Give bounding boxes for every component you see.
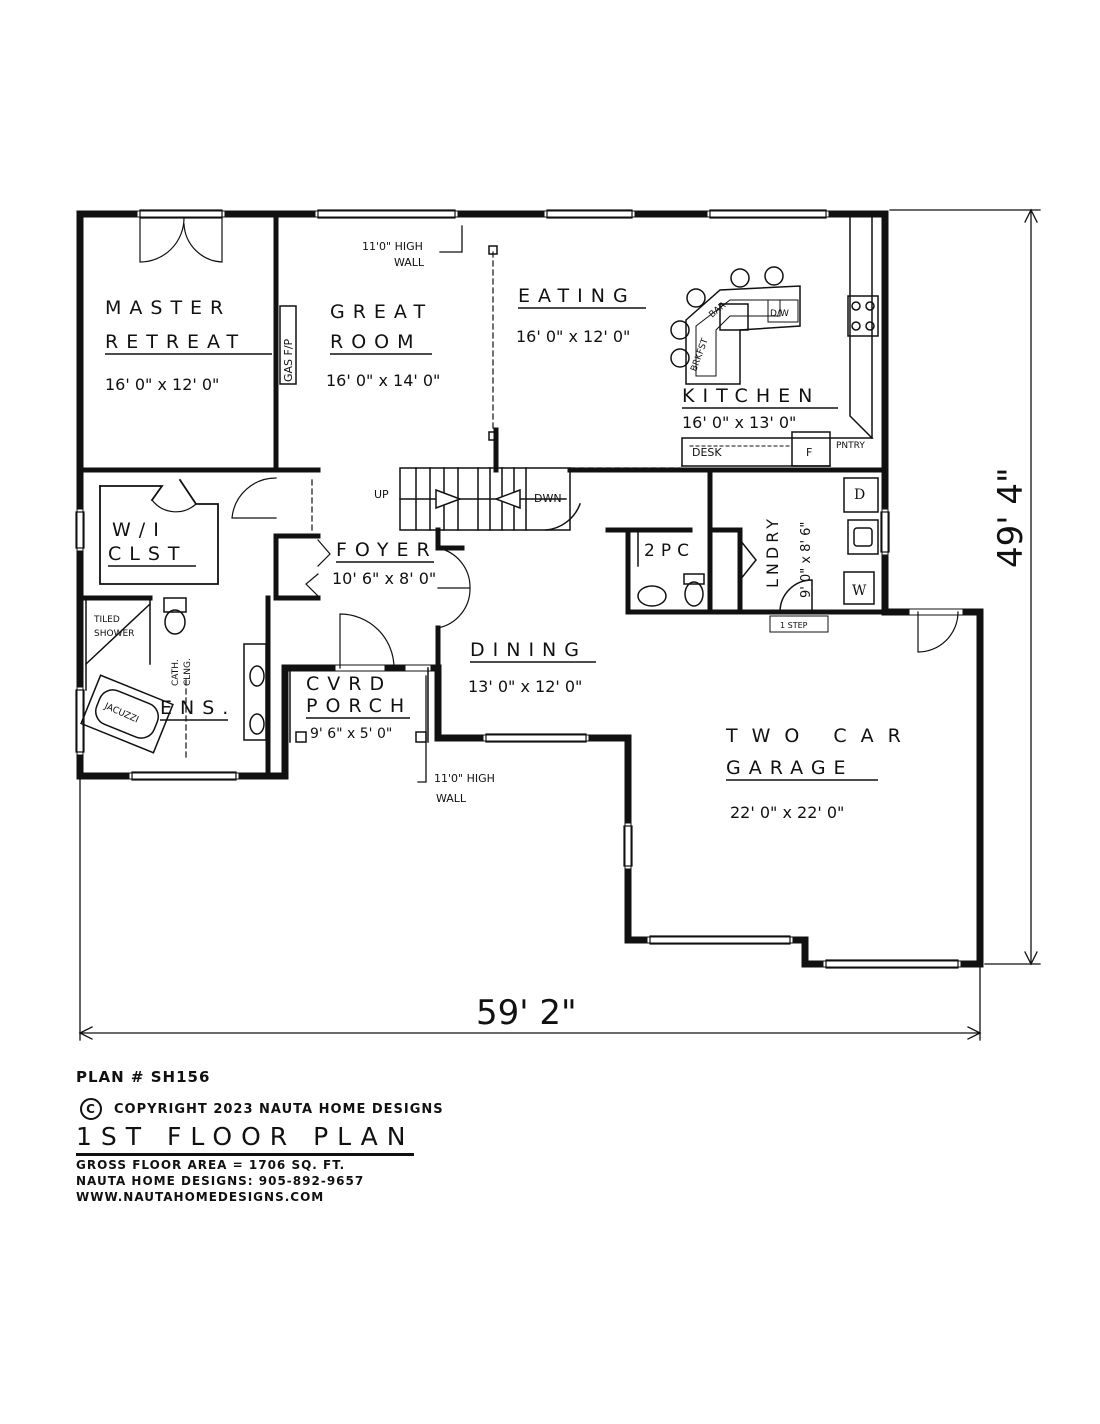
stair-up-label: UP — [374, 488, 389, 501]
eating-size: 16' 0" x 12' 0" — [516, 327, 630, 346]
great-room-size: 16' 0" x 14' 0" — [326, 371, 440, 390]
powder-name: 2PC — [644, 541, 695, 561]
desk-label: DESK — [692, 446, 722, 459]
dryer-label: D — [854, 487, 865, 503]
copyright-line: C COPYRIGHT 2023 NAUTA HOME DESIGNS — [80, 1098, 444, 1120]
high-wall-bottom-2: WALL — [436, 792, 467, 805]
washer-label: W — [852, 583, 867, 599]
drawing-title: 1ST FLOOR PLAN — [76, 1122, 415, 1156]
room-labels: MASTER RETREAT 16' 0" x 12' 0" GREAT ROO… — [105, 285, 915, 822]
great-room-name-2: ROOM — [330, 331, 422, 353]
laundry-name: LNDRY — [763, 515, 782, 588]
tiled-shower-1: TILED — [93, 615, 120, 625]
staircase — [399, 467, 581, 531]
step-label: 1 STEP — [780, 621, 808, 630]
ensuite-name: ENS. — [160, 697, 236, 719]
stair-down-label: DWN — [534, 492, 562, 505]
contact-phone: NAUTA HOME DESIGNS: 905-892-9657 — [76, 1174, 365, 1188]
tiled-shower-2: SHOWER — [94, 629, 134, 639]
floor-plan: MASTER RETREAT 16' 0" x 12' 0" GREAT ROO… — [75, 208, 1041, 1041]
website: WWW.NAUTAHOMEDESIGNS.COM — [76, 1190, 325, 1204]
garage-name-1: TWO CAR — [725, 725, 915, 747]
dining-size: 13' 0" x 12' 0" — [468, 677, 582, 696]
great-room-name-1: GREAT — [330, 301, 433, 323]
kitchen-size: 16' 0" x 13' 0" — [682, 413, 796, 432]
high-wall-top-2: WALL — [394, 256, 425, 269]
plan-number: PLAN # SH156 — [76, 1068, 211, 1086]
dining-name: DINING — [470, 639, 587, 661]
kitchen-name: KITCHEN — [682, 385, 820, 407]
pantry-label: PNTRY — [836, 441, 865, 451]
eating-name: EATING — [518, 285, 636, 307]
master-name-2: RETREAT — [105, 331, 246, 353]
garage-size: 22' 0" x 22' 0" — [730, 803, 844, 822]
high-wall-bottom-1: 11'0" HIGH — [434, 772, 495, 785]
high-wall-top-1: 11'0" HIGH — [362, 240, 423, 253]
overall-width: 59' 2" — [476, 993, 577, 1033]
closet-name-1: W/I — [112, 519, 167, 541]
gross-floor-area: GROSS FLOOR AREA = 1706 SQ. FT. — [76, 1158, 346, 1172]
dimension-lines — [78, 208, 1041, 1041]
master-size: 16' 0" x 12' 0" — [105, 375, 219, 394]
closet-name-2: CLST — [108, 543, 188, 565]
kitchen-counters — [670, 217, 879, 467]
laundry-size: 9' 0" x 8' 6" — [799, 522, 814, 598]
copyright-icon: C — [80, 1098, 102, 1120]
porch-name-2: PORCH — [306, 695, 412, 717]
fridge-label: F — [806, 446, 812, 459]
jacuzzi-label: JACUZZI — [102, 701, 140, 725]
foyer-name: FOYER — [336, 539, 438, 561]
dishwasher-label: D/W — [770, 309, 789, 319]
overall-height: 49' 4" — [991, 467, 1031, 568]
copyright-text: COPYRIGHT 2023 NAUTA HOME DESIGNS — [114, 1102, 444, 1117]
porch-name-1: CVRD — [306, 673, 392, 695]
cath-clng-1: CATH. — [171, 659, 181, 686]
master-name-1: MASTER — [105, 297, 231, 319]
foyer-size: 10' 6" x 8' 0" — [332, 569, 436, 588]
brkfst-label: BRKFST — [689, 337, 710, 373]
garage-name-2: GARAGE — [726, 757, 854, 779]
porch-size: 9' 6" x 5' 0" — [310, 726, 392, 742]
gas-fp-label: GAS F/P — [282, 338, 295, 382]
cath-clng-2: CLNG. — [183, 658, 193, 686]
interior-walls — [77, 211, 888, 779]
